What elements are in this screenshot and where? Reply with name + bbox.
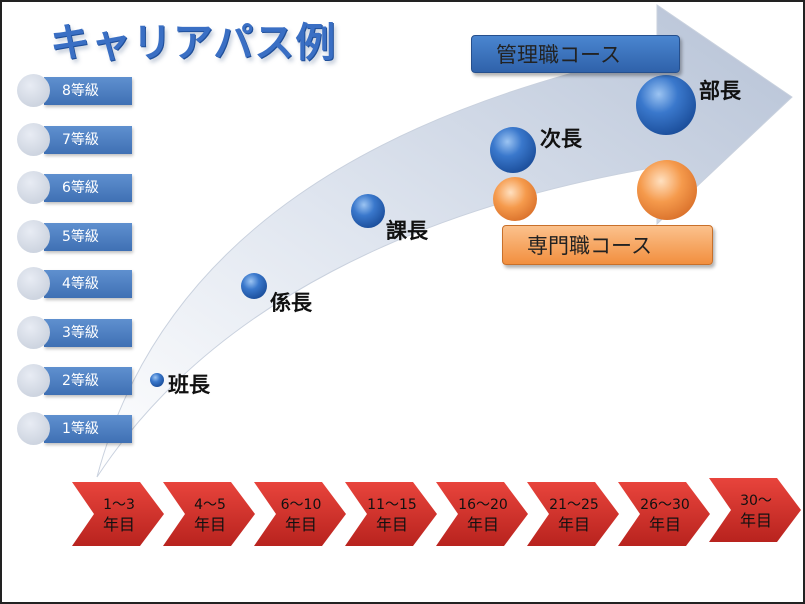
grade-circle [17, 74, 50, 107]
year-label-7: 26～30 年目 [626, 496, 704, 534]
ball-kacho [351, 194, 385, 228]
grade-circle [17, 364, 50, 397]
growth-arrow [96, 4, 793, 478]
chevron-6 [527, 482, 619, 546]
grade-4: 4等級 [17, 267, 132, 300]
slide-title: キャリアパス例 [50, 20, 337, 66]
ball-bucho [636, 75, 696, 135]
year-range: 4～5 [194, 497, 226, 513]
grade-1: 1等級 [17, 412, 132, 445]
grade-circle [17, 267, 50, 300]
ball-specialist-1 [493, 177, 537, 221]
grade-label: 1等級 [44, 415, 132, 443]
grade-8: 8等級 [17, 74, 132, 107]
year-range: 16～20 [458, 497, 508, 513]
year-range: 11～15 [367, 497, 417, 513]
chevron-3 [254, 482, 346, 546]
grade-label: 6等級 [44, 174, 132, 202]
grade-label: 4等級 [44, 270, 132, 298]
year-unit: 年目 [648, 515, 681, 534]
specialist-course-box: 専門職コース [502, 225, 713, 265]
chevron-4 [345, 482, 437, 546]
chevron-2 [163, 482, 255, 546]
grade-circle [17, 412, 50, 445]
chevron-5 [436, 482, 528, 546]
year-unit: 年目 [193, 515, 226, 534]
ball-kakaricho [241, 273, 267, 299]
position-kacho: 課長 [386, 219, 428, 243]
grade-label: 2等級 [44, 367, 132, 395]
grade-circle [17, 316, 50, 349]
year-range: 26～30 [640, 497, 690, 513]
ball-specialist-2 [637, 160, 697, 220]
ball-jicho [490, 127, 536, 173]
ball-hancho [150, 373, 164, 387]
year-unit: 年目 [466, 515, 499, 534]
grade-circle [17, 220, 50, 253]
position-hancho: 班長 [168, 373, 210, 397]
year-unit: 年目 [739, 511, 772, 530]
year-label-2: 4～5 年目 [171, 496, 249, 534]
year-range: 6～10 [280, 497, 322, 513]
year-range: 1～3 [103, 497, 135, 513]
year-unit: 年目 [102, 515, 135, 534]
grade-7: 7等級 [17, 123, 132, 156]
grade-label: 8等級 [44, 77, 132, 105]
year-chevrons [72, 478, 801, 546]
grade-6: 6等級 [17, 171, 132, 204]
year-label-1: 1～3 年目 [80, 496, 158, 534]
grade-label: 3等級 [44, 319, 132, 347]
grade-5: 5等級 [17, 220, 132, 253]
year-label-4: 11～15 年目 [353, 496, 431, 534]
position-jicho: 次長 [540, 127, 582, 151]
grade-circle [17, 171, 50, 204]
position-kakaricho: 係長 [270, 291, 312, 315]
year-label-3: 6～10 年目 [262, 496, 340, 534]
year-unit: 年目 [375, 515, 408, 534]
grade-2: 2等級 [17, 364, 132, 397]
chevron-7 [618, 482, 710, 546]
management-course-box: 管理職コース [471, 35, 680, 73]
position-bucho: 部長 [699, 79, 741, 103]
chevron-1 [72, 482, 164, 546]
grade-3: 3等級 [17, 316, 132, 349]
year-unit: 年目 [557, 515, 590, 534]
chevron-8 [709, 478, 801, 542]
year-label-8: 30～ 年目 [717, 492, 795, 530]
year-range: 21～25 [549, 497, 599, 513]
year-unit: 年目 [284, 515, 317, 534]
grade-label: 7等級 [44, 126, 132, 154]
year-range: 30～ [740, 493, 772, 509]
year-label-5: 16～20 年目 [444, 496, 522, 534]
grade-circle [17, 123, 50, 156]
year-label-6: 21～25 年目 [535, 496, 613, 534]
grade-label: 5等級 [44, 223, 132, 251]
